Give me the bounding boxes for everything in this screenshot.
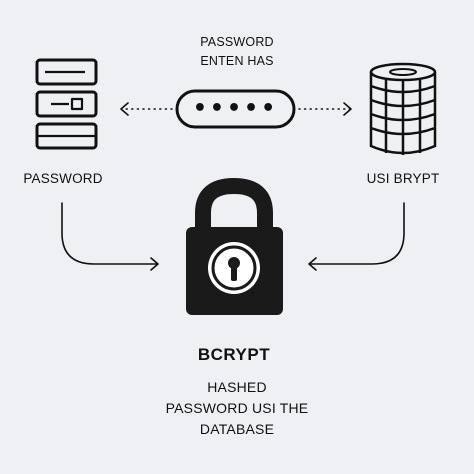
masked-password-field — [175, 89, 296, 129]
center-title: BCRYPT — [197, 345, 271, 364]
arrow-right-to-lock — [308, 202, 405, 271]
server-stack-icon — [35, 58, 98, 150]
padlock-icon — [186, 177, 283, 315]
top-label-line1: PASSWORD — [200, 35, 274, 49]
arrow-left-to-lock — [61, 202, 159, 271]
database-cylinder-icon — [369, 62, 437, 155]
bottom-label-line1: HASHED — [207, 379, 267, 395]
arrow-to-left-node — [120, 102, 173, 116]
masked-password-text: ••••• — [192, 96, 279, 121]
bottom-label-line3: DATABASE — [199, 421, 275, 437]
right-node-label: USI BRYPT — [366, 171, 440, 186]
arrow-to-right-node — [298, 102, 352, 116]
left-node-label: PASSWORD — [23, 171, 103, 186]
top-label-line2: ENTEN HAS — [200, 54, 274, 68]
bottom-label-line2: PASSWORD USI THE — [165, 400, 309, 416]
